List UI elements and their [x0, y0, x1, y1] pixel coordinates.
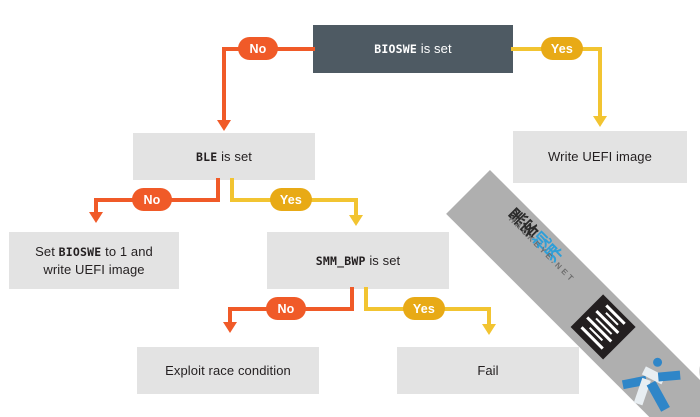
edge-label-bioswe-yes[interactable]: Yes: [541, 37, 583, 60]
watermark-chinese-part1: 黑客: [502, 205, 541, 244]
node-smm-bwp-code: SMM_BWP: [315, 253, 366, 268]
node-exploit-race-condition[interactable]: Exploit race condition: [137, 347, 319, 394]
edge-smm-no-stub: [350, 287, 354, 311]
edge-label-bioswe-yes-text: Yes: [550, 41, 574, 56]
node-ble-is-set[interactable]: BLE is set: [133, 133, 315, 180]
node-exploit-race-condition-label: Exploit race condition: [165, 362, 291, 378]
edge-label-ble-yes[interactable]: Yes: [270, 188, 312, 211]
node-set-bioswe-line1-pre: Set: [35, 243, 59, 259]
watermark-logo-dot-icon: [651, 355, 664, 369]
edge-ble-yes-stub: [230, 178, 234, 202]
watermark-chinese-text: 黑客视界: [483, 205, 565, 288]
edge-bioswe-no-vertical: [222, 47, 226, 123]
edge-label-smm-no-text: No: [277, 301, 295, 316]
node-bioswe-label: BIOSWE is set: [374, 40, 451, 58]
watermark-chinese-part2: 视界: [526, 229, 565, 268]
edge-smm-yes-arrowhead: [482, 324, 496, 335]
node-fail[interactable]: Fail: [397, 347, 579, 394]
node-set-bioswe-code: BIOSWE: [58, 244, 102, 259]
edge-ble-yes-arrowhead: [349, 215, 363, 226]
edge-bioswe-yes-vertical: [598, 47, 602, 119]
node-bioswe-text: is set: [417, 41, 452, 57]
node-ble-text: is set: [217, 148, 253, 164]
watermark-logo-icon: [616, 338, 700, 417]
node-bioswe-is-set[interactable]: BIOSWE is set: [313, 25, 513, 73]
node-bioswe-code: BIOSWE: [374, 42, 418, 57]
node-smm-bwp-is-set[interactable]: SMM_BWP is set: [267, 232, 449, 289]
node-ble-label: BLE is set: [196, 148, 252, 166]
node-ble-code: BLE: [195, 149, 218, 164]
node-set-bioswe-line2: write UEFI image: [43, 261, 145, 277]
node-smm-bwp-label: SMM_BWP is set: [316, 252, 401, 270]
edge-smm-no-vertical: [228, 307, 232, 326]
node-set-bioswe-label: Set BIOSWE to 1 and write UEFI image: [35, 243, 153, 278]
edge-label-ble-no-text: No: [143, 192, 161, 207]
node-set-bioswe-write-uefi[interactable]: Set BIOSWE to 1 and write UEFI image: [9, 232, 179, 289]
edge-smm-no-arrowhead: [223, 322, 237, 333]
edge-label-bioswe-no[interactable]: No: [238, 37, 278, 60]
node-write-uefi-image-label: Write UEFI image: [548, 149, 652, 165]
edge-ble-no-arrowhead: [89, 212, 103, 223]
edge-ble-no-stub: [216, 178, 220, 202]
edge-ble-no-vertical: [94, 198, 98, 216]
node-smm-bwp-text: is set: [365, 252, 401, 268]
watermark-domain-text: HACKEYE.NET: [506, 214, 578, 285]
edge-ble-yes-vertical: [354, 198, 358, 218]
node-fail-label: Fail: [477, 362, 499, 378]
edge-label-bioswe-no-text: No: [249, 41, 267, 56]
edge-label-ble-no[interactable]: No: [132, 188, 172, 211]
edge-label-smm-yes-text: Yes: [412, 301, 436, 316]
edge-bioswe-yes-arrowhead: [593, 116, 607, 127]
node-write-uefi-image[interactable]: Write UEFI image: [513, 131, 687, 183]
edge-label-ble-yes-text: Yes: [279, 192, 303, 207]
edge-smm-yes-stub: [364, 287, 368, 311]
edge-label-smm-yes[interactable]: Yes: [403, 297, 445, 320]
edge-label-smm-no[interactable]: No: [266, 297, 306, 320]
node-set-bioswe-line1-post: to 1 and: [101, 243, 153, 259]
watermark-barcode-glyph-icon: [570, 294, 636, 360]
edge-bioswe-no-arrowhead: [217, 120, 231, 131]
